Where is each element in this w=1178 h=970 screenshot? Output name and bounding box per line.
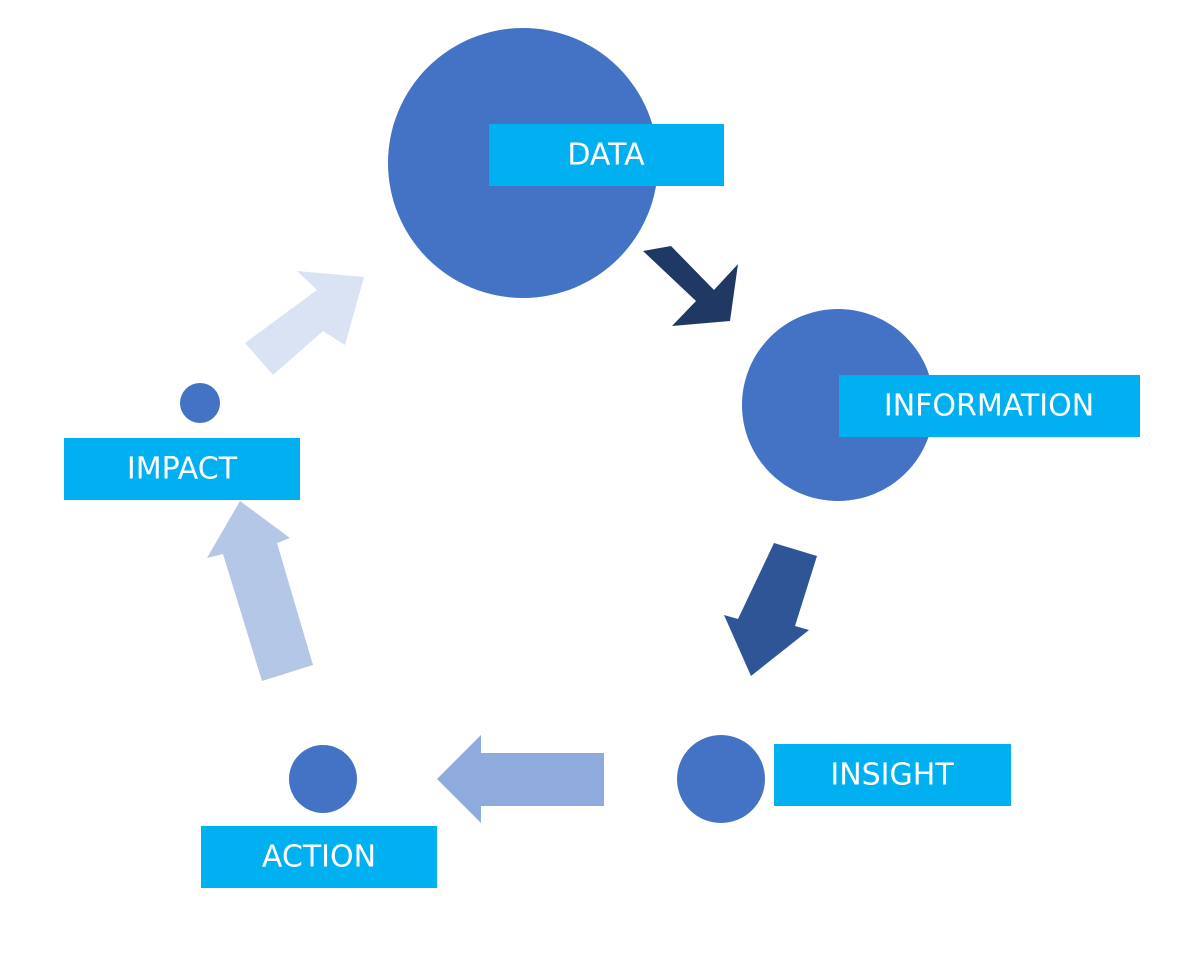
information-label-box: INFORMATION [839,375,1140,437]
data-label-box: DATA [489,124,724,186]
insight-circle [677,735,765,823]
arrow-data-to-information [643,246,738,326]
arrow-information-to-insight [724,543,817,676]
impact-circle [180,383,220,423]
arrow-insight-to-action [437,735,604,823]
action-circle [289,745,357,813]
impact-label: IMPACT [127,452,238,487]
action-label-box: ACTION [201,826,437,888]
arrow-action-to-impact [207,501,313,681]
information-circle [742,309,934,501]
action-label: ACTION [262,840,376,875]
arrow-impact-to-data [245,271,364,375]
impact-label-box: IMPACT [64,438,300,500]
information-label: INFORMATION [884,389,1094,424]
data-label: DATA [567,138,645,173]
insight-label: INSIGHT [830,758,954,793]
insight-label-box: INSIGHT [774,744,1011,806]
